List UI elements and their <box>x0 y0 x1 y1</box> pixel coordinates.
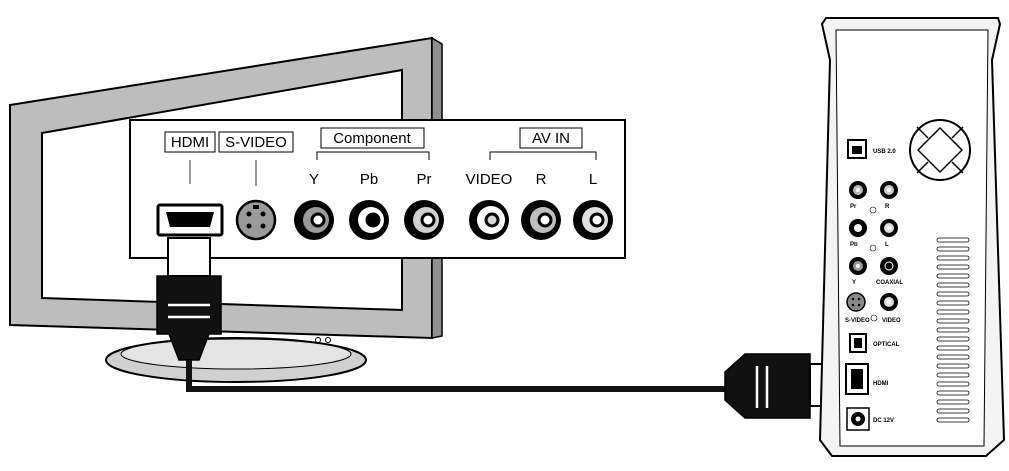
player-hdmi-label: HDMI <box>873 381 889 387</box>
svideo-pin <box>246 223 252 229</box>
dc-label: DC 12V <box>873 418 894 424</box>
component-label-box <box>320 127 425 149</box>
optical-slot <box>854 338 862 348</box>
usb-slot <box>852 146 862 154</box>
pb-label: Pb <box>360 171 378 188</box>
avin-label: AV IN <box>532 130 570 147</box>
avin-label-box <box>519 127 583 149</box>
rca-pb-port-icon <box>349 200 389 240</box>
player-coaxial-label: COAXIAL <box>876 280 903 286</box>
player-svideo-port-icon <box>846 292 866 312</box>
tv-connector-panel: HDMI S-VIDEO Component AV IN Y Pb Pr VID… <box>129 119 626 259</box>
led-icon <box>869 206 877 214</box>
hdmi-port-slot <box>166 212 214 227</box>
svideo-pin <box>246 211 252 217</box>
player-l-port-icon <box>880 219 898 237</box>
svideo-pin <box>260 211 266 217</box>
player-hdmi-slot <box>851 369 863 389</box>
component-bracket <box>316 151 430 160</box>
avin-bracket <box>489 151 597 160</box>
l-label: L <box>589 171 597 188</box>
svideo-port-icon <box>235 199 277 241</box>
hdmi-label: HDMI <box>171 134 209 151</box>
rca-r-port-icon <box>521 200 561 240</box>
tv-stand-top <box>120 338 352 370</box>
hdmi-label-box <box>164 131 216 153</box>
player-coaxial-port-icon <box>880 257 898 275</box>
vent-slots <box>936 237 970 423</box>
player-pr-label: Pr <box>850 204 857 210</box>
svideo-key <box>253 205 259 209</box>
rca-y-port-icon <box>294 200 334 240</box>
video-label: VIDEO <box>466 171 513 188</box>
player-r-label: R <box>885 204 890 210</box>
player-video-label: VIDEO <box>882 318 901 324</box>
svideo-label-box <box>218 131 294 153</box>
player-pb-label: Pb <box>850 242 858 248</box>
hdmi-plug-tip <box>167 237 211 277</box>
led-icon <box>870 314 878 322</box>
led-icon <box>869 244 877 252</box>
player-video-port-icon <box>880 293 898 311</box>
rca-video-port-icon <box>469 200 509 240</box>
cable-wire <box>186 360 725 392</box>
component-label: Component <box>333 130 411 147</box>
svideo-label: S-VIDEO <box>225 134 287 151</box>
pr-label: Pr <box>417 171 432 188</box>
player-svideo-label: S-VIDEO <box>845 318 870 324</box>
rca-pr-port-icon <box>404 200 444 240</box>
fan-icon <box>909 119 971 181</box>
optical-label: OPTICAL <box>873 342 900 348</box>
player-y-label: Y <box>852 280 856 286</box>
tv-button-icon <box>325 337 331 343</box>
media-player: USB 2.0 Pr R Pb L Y COAXIAL S-VIDEO VIDE… <box>818 17 1006 457</box>
rca-l-port-icon <box>573 200 613 240</box>
dc-pin <box>855 416 861 422</box>
player-pb-port-icon <box>849 219 867 237</box>
player-y-port-icon <box>849 257 867 275</box>
usb-label: USB 2.0 <box>873 149 896 155</box>
player-pr-port-icon <box>849 181 867 199</box>
svideo-pin <box>260 223 266 229</box>
player-l-label: L <box>885 242 889 248</box>
player-r-port-icon <box>880 181 898 199</box>
r-label: R <box>536 171 547 188</box>
y-label: Y <box>309 171 319 188</box>
tv-button-icon <box>315 337 321 343</box>
